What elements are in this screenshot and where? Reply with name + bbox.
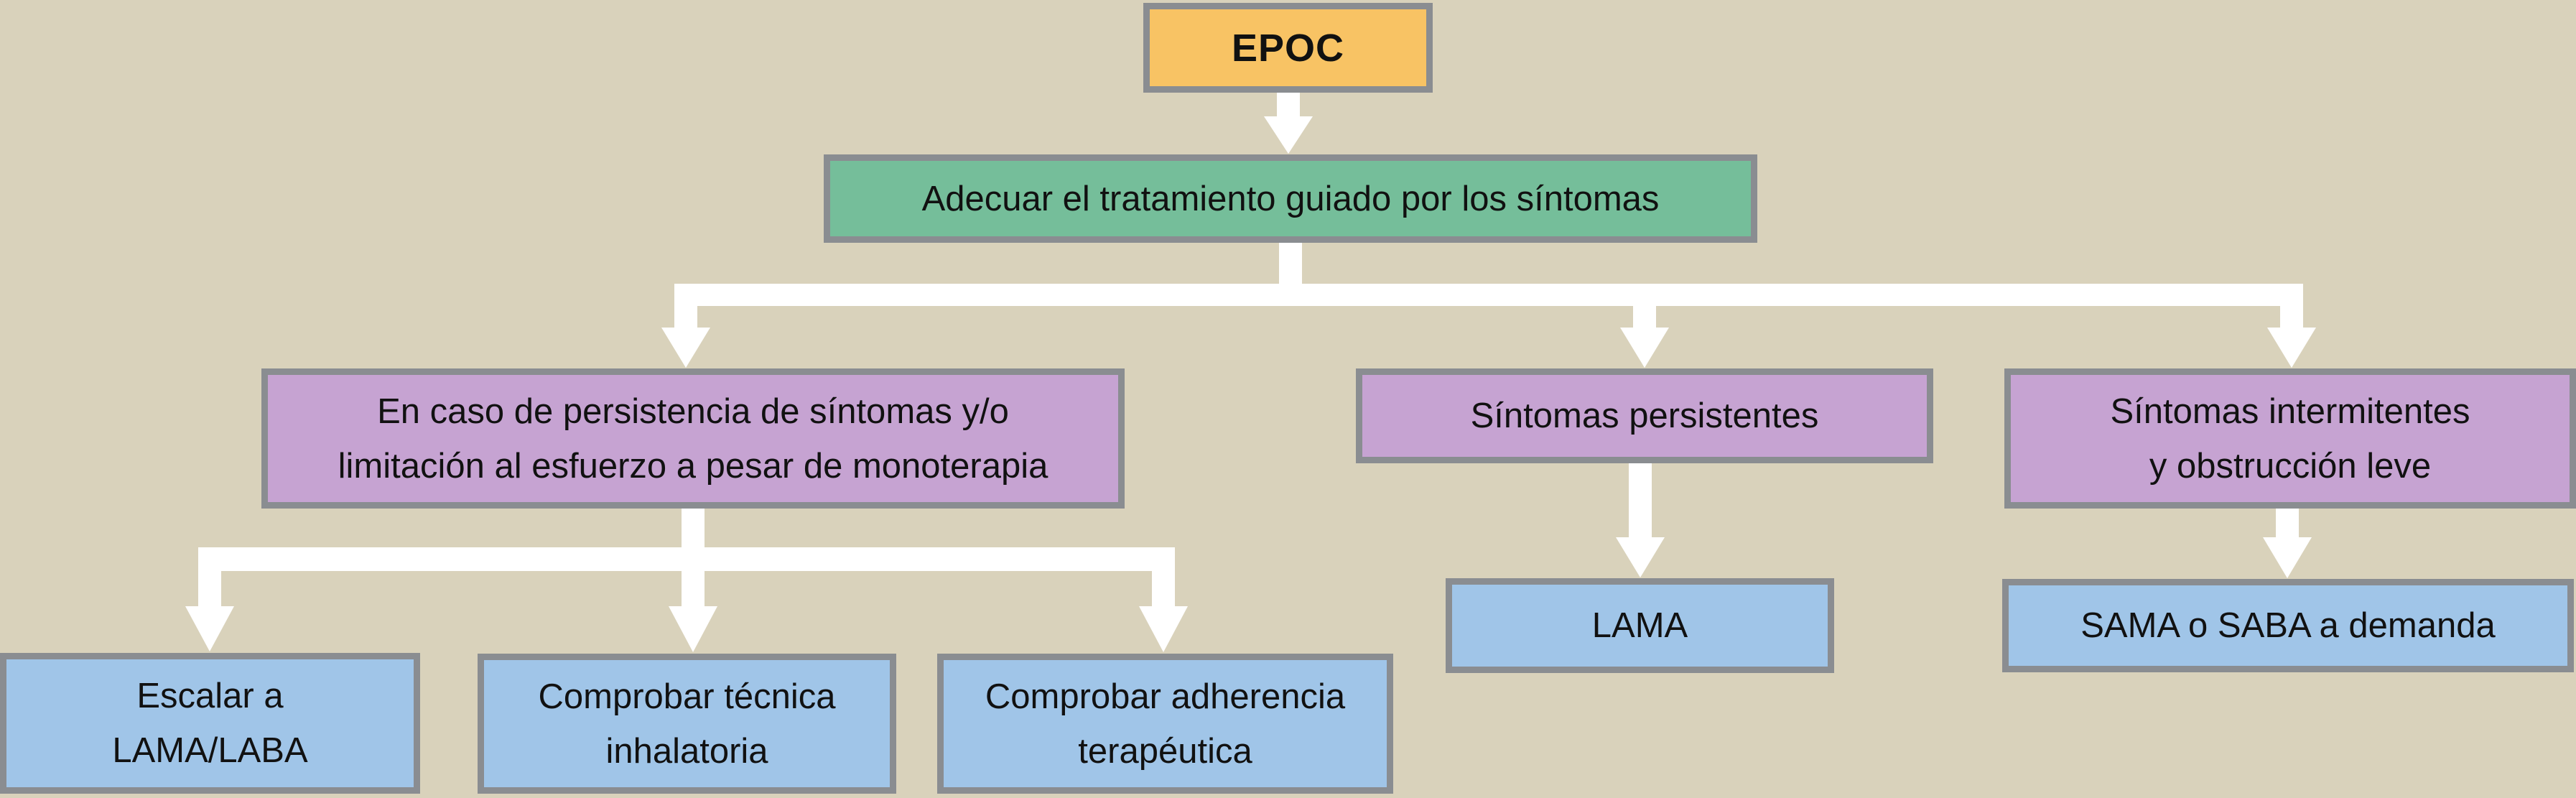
node-adecuar-tratamiento-label: Adecuar el tratamiento guiado por los sí… — [921, 179, 1660, 218]
node-sama-saba: SAMA o SABA a demanda — [2002, 579, 2574, 672]
node-sama-saba-label: SAMA o SABA a demanda — [2080, 606, 2496, 645]
arrow-intermitentes-to-sama — [2263, 507, 2312, 578]
node-persistencia-sintomas: En caso de persistencia de síntomas y/o … — [261, 368, 1125, 509]
arrow-persistencia-branches — [185, 507, 1188, 652]
arrow-epoc-to-adecuar — [1264, 91, 1313, 154]
node-lama-label: LAMA — [1591, 606, 1688, 645]
node-epoc: EPOC — [1143, 3, 1433, 93]
node-sintomas-persistentes-label: Síntomas persistentes — [1470, 396, 1819, 435]
node-epoc-label: EPOC — [1231, 26, 1345, 70]
node-sintomas-persistentes: Síntomas persistentes — [1356, 368, 1933, 463]
node-lama: LAMA — [1446, 578, 1834, 673]
arrow-persistentes-to-lama — [1616, 462, 1665, 577]
node-comprobar-adherencia: Comprobar adherencia terapéutica — [937, 654, 1393, 794]
node-escalar-lama-laba: Escalar a LAMA/LABA — [0, 653, 420, 794]
node-comprobar-tecnica: Comprobar técnica inhalatoria — [478, 654, 896, 794]
node-escalar-lama-laba-label: Escalar a LAMA/LABA — [112, 677, 308, 770]
node-adecuar-tratamiento: Adecuar el tratamiento guiado por los sí… — [824, 154, 1757, 243]
node-sintomas-intermitentes: Síntomas intermitentes y obstrucción lev… — [2004, 368, 2576, 509]
node-comprobar-adherencia-label: Comprobar adherencia terapéutica — [985, 677, 1346, 771]
arrow-adecuar-branches — [661, 241, 2316, 368]
node-sintomas-intermitentes-label: Síntomas intermitentes y obstrucción lev… — [2110, 391, 2470, 486]
node-persistencia-sintomas-label: En caso de persistencia de síntomas y/o … — [338, 391, 1048, 486]
node-comprobar-tecnica-label: Comprobar técnica inhalatoria — [538, 677, 836, 771]
